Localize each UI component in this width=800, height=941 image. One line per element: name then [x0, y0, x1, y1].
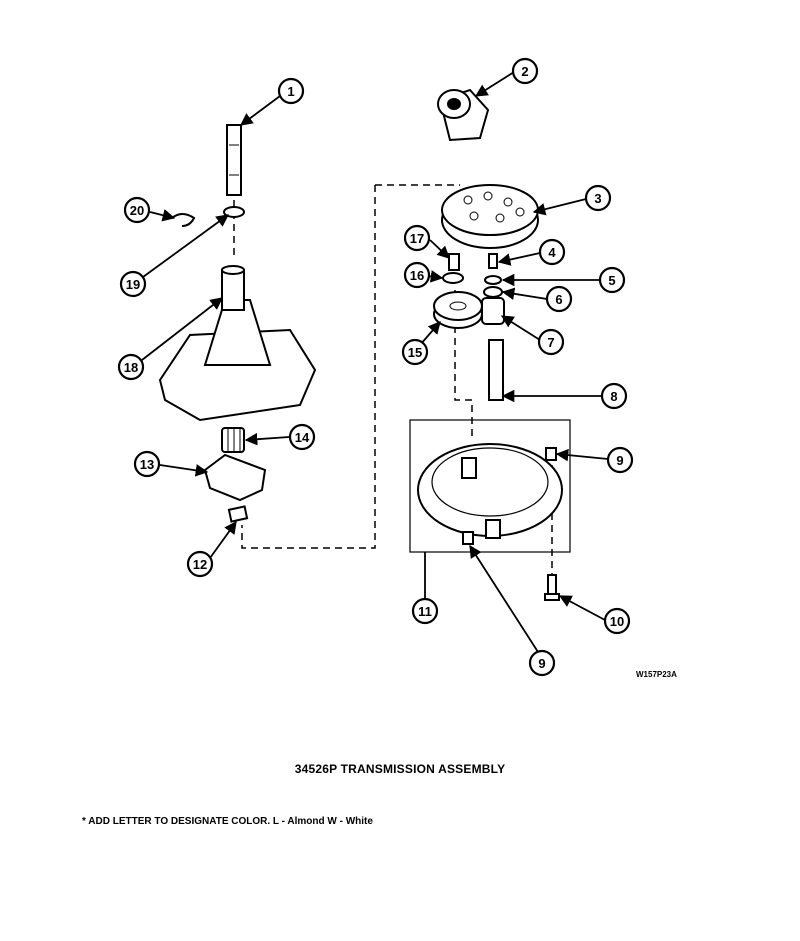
part-shaft-1 [226, 124, 242, 196]
svg-text:20: 20 [130, 203, 144, 218]
part-screw-10 [544, 574, 560, 601]
svg-text:18: 18 [124, 360, 138, 375]
diagram-title: 34526P TRANSMISSION ASSEMBLY [294, 762, 506, 776]
callout-16: 16 [403, 261, 431, 289]
callout-13: 13 [133, 450, 161, 478]
callout-12: 12 [186, 550, 214, 578]
svg-text:8: 8 [610, 389, 617, 404]
callout-14: 14 [288, 423, 316, 451]
assembly-path-left [241, 185, 376, 549]
svg-text:12: 12 [193, 557, 207, 572]
svg-text:15: 15 [408, 345, 422, 360]
svg-text:6: 6 [555, 292, 562, 307]
svg-text:10: 10 [610, 614, 624, 629]
part-block-12 [227, 505, 249, 523]
svg-text:3: 3 [594, 191, 601, 206]
part-pin-17 [448, 253, 460, 271]
svg-text:14: 14 [295, 430, 310, 445]
callout-8: 8 [600, 382, 628, 410]
part-washer-6 [483, 286, 503, 298]
svg-text:4: 4 [548, 245, 556, 260]
callout-7: 7 [537, 328, 565, 356]
svg-text:5: 5 [608, 273, 615, 288]
svg-text:17: 17 [410, 231, 424, 246]
part-plate-3 [441, 184, 539, 249]
part-shift-block-13 [203, 453, 267, 502]
callout-11: 11 [411, 597, 439, 625]
svg-text:9: 9 [538, 656, 545, 671]
part-pin-4 [488, 253, 498, 269]
part-retaining-ring-20 [171, 213, 196, 227]
svg-text:16: 16 [410, 268, 424, 283]
svg-text:7: 7 [547, 335, 554, 350]
callout-15: 15 [401, 338, 429, 366]
callout-20: 20 [123, 196, 151, 224]
svg-text:9: 9 [616, 453, 623, 468]
part-bracket-box-11 [409, 419, 571, 553]
callout-2: 2 [511, 57, 539, 85]
callout-4: 4 [538, 238, 566, 266]
svg-text:2: 2 [521, 64, 528, 79]
callout-10: 10 [603, 607, 631, 635]
part-pinion-14 [221, 427, 245, 453]
callout-6: 6 [545, 285, 573, 313]
callout-3: 3 [584, 184, 612, 212]
callout-9-lower: 9 [528, 649, 556, 677]
part-washer-5 [484, 275, 502, 285]
part-bushing-2 [437, 88, 490, 142]
callout-5: 5 [598, 266, 626, 294]
callout-18: 18 [117, 353, 145, 381]
part-shaft-8 [488, 339, 504, 401]
color-note: * ADD LETTER TO DESIGNATE COLOR. L - Alm… [82, 816, 373, 827]
callout-9: 9 [606, 446, 634, 474]
callout-17: 17 [403, 224, 431, 252]
drawing-code: W157P23A [636, 670, 677, 679]
part-gear-15 [433, 291, 483, 329]
svg-text:1: 1 [287, 84, 294, 99]
callout-1: 1 [277, 77, 305, 105]
svg-text:13: 13 [140, 457, 154, 472]
part-gear-7 [481, 297, 505, 325]
part-base-plate-11 [417, 443, 563, 539]
callout-19: 19 [119, 270, 147, 298]
part-pin-9-top [545, 447, 557, 461]
svg-text:11: 11 [418, 604, 432, 619]
part-transmission-housing-18 [158, 265, 317, 422]
svg-text:19: 19 [126, 277, 140, 292]
part-washer-16 [442, 272, 464, 284]
part-pin-9-bottom [462, 531, 474, 545]
